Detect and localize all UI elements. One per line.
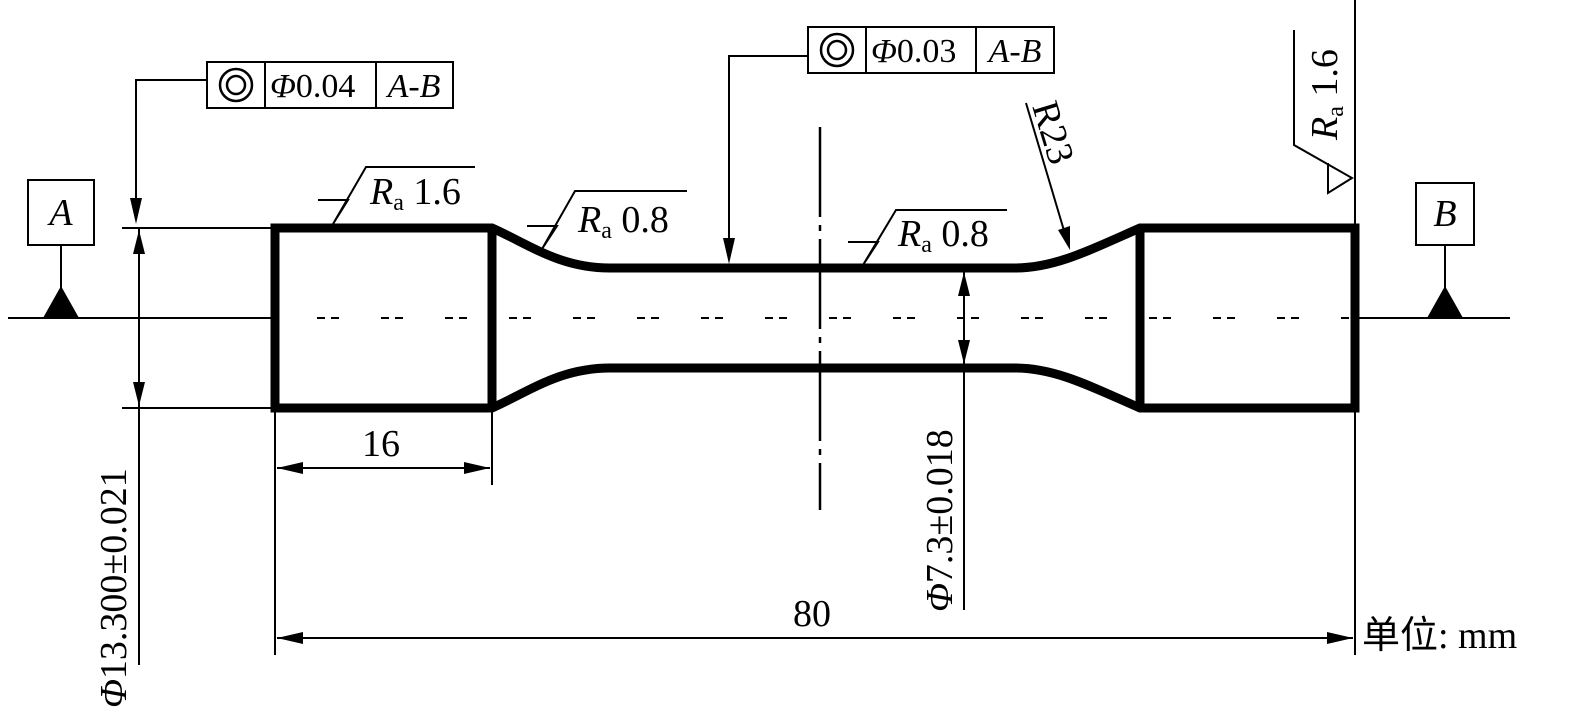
roughness-symbol-icon xyxy=(848,209,1007,266)
roughness-left-fillet: Ra 0.8 xyxy=(527,190,687,250)
dimension-arrow-icon xyxy=(1327,632,1353,644)
roughness-left-shoulder: Ra 1.6 xyxy=(318,166,475,225)
datum-a-triangle-icon xyxy=(43,286,79,318)
dimension-total-length: 80 xyxy=(277,0,1356,655)
roughness-symbol-icon xyxy=(1293,30,1354,195)
dimension-arrow-icon xyxy=(277,632,303,644)
unit-label: 单位: mm xyxy=(1362,615,1517,657)
dimension-arrow-icon xyxy=(277,462,303,474)
fcf-mid-datum: A-B xyxy=(987,33,1042,70)
concentricity-icon xyxy=(819,32,855,68)
fcf-mid-leader-arrow-icon xyxy=(723,238,735,264)
dimension-arrow-icon xyxy=(133,382,145,406)
roughness-right-end: Ra 1.6 xyxy=(1293,30,1354,195)
radius-label: R23 xyxy=(1023,96,1082,169)
fcf-left: Φ0.04 A-B xyxy=(130,61,454,224)
dimension-arrow-icon xyxy=(133,230,145,254)
roughness-symbol-icon xyxy=(318,166,475,225)
fcf-left-leader xyxy=(135,79,207,200)
roughness-symbol-icon xyxy=(527,190,687,250)
dimension-major-diameter: Φ13.300±0.021 xyxy=(93,227,272,708)
roughness-center: Ra 0.8 xyxy=(848,209,1007,266)
datum-b-label: B xyxy=(1433,193,1456,235)
fcf-left-datum: A-B xyxy=(386,68,441,105)
svg-text:Ra 0.8: Ra 0.8 xyxy=(577,199,669,244)
concentricity-icon xyxy=(218,67,254,103)
svg-text:Ra 1.6: Ra 1.6 xyxy=(369,171,461,216)
datum-b-triangle-icon xyxy=(1427,286,1463,318)
svg-text:Ra 0.8: Ra 0.8 xyxy=(897,213,989,258)
datum-a-label: A xyxy=(46,192,73,234)
dimension-arrow-icon xyxy=(958,340,970,364)
radius-arrow-icon xyxy=(1058,226,1070,250)
dimension-arrow-icon xyxy=(464,462,490,474)
fcf-left-tolerance: Φ0.04 xyxy=(270,68,355,105)
dimension-minor-diameter: Φ7.3±0.018 xyxy=(919,270,970,612)
datum-b: B xyxy=(1415,182,1475,318)
major-diameter-label: Φ13.300±0.021 xyxy=(93,468,135,708)
minor-diameter-label: Φ7.3±0.018 xyxy=(919,429,961,612)
svg-text:Ra 1.6: Ra 1.6 xyxy=(1304,49,1349,141)
fcf-mid-leader xyxy=(728,55,808,240)
datum-a: A xyxy=(27,179,95,318)
shoulder-length-label: 16 xyxy=(362,423,400,465)
dimension-arrow-icon xyxy=(958,272,970,296)
fcf-mid: Φ0.03 A-B xyxy=(723,26,1055,264)
radius-callout: R23 xyxy=(1023,96,1082,250)
fcf-mid-tolerance: Φ0.03 xyxy=(871,33,956,70)
fcf-left-leader-arrow-icon xyxy=(130,198,142,224)
total-length-label: 80 xyxy=(793,593,831,635)
dimension-shoulder-length: 16 xyxy=(274,408,493,655)
